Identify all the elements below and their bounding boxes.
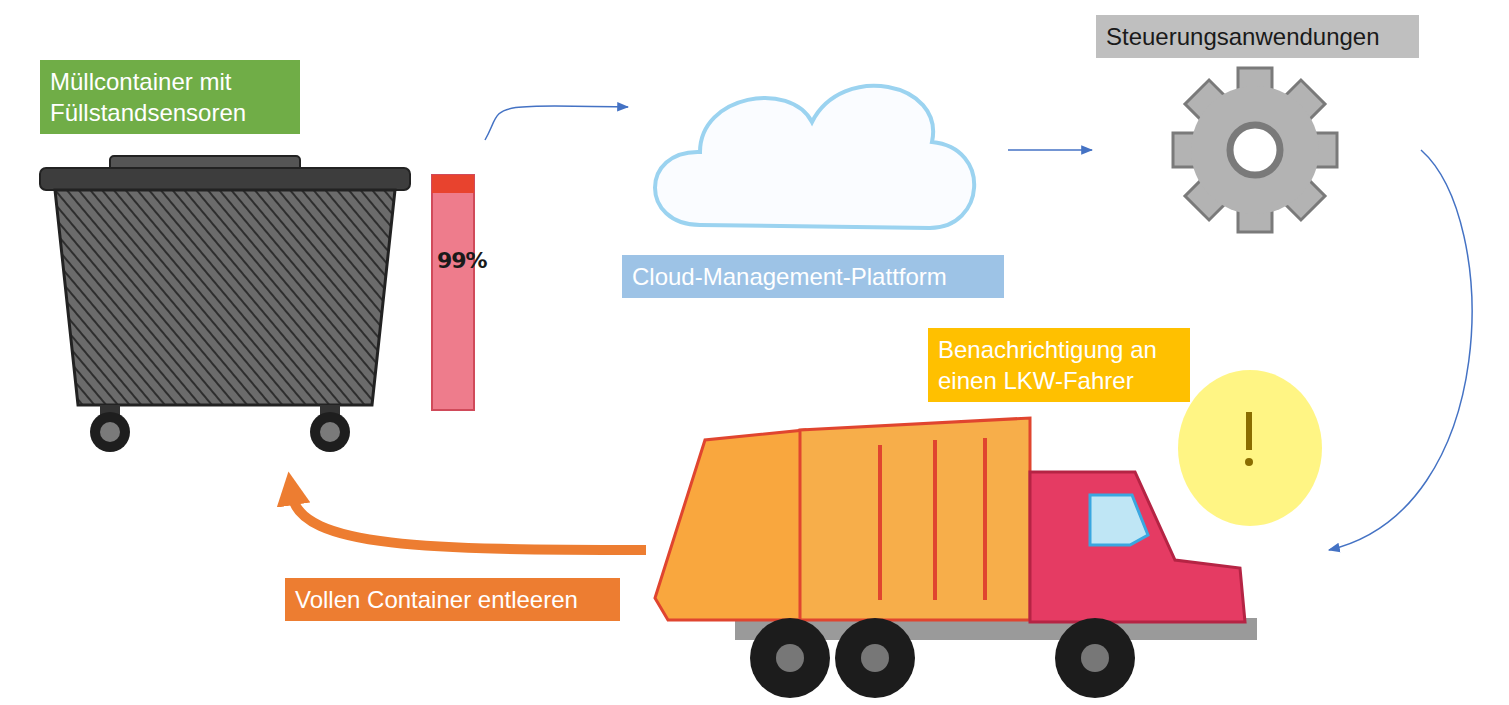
truck-wheel [1055,618,1135,698]
node-label: Cloud-Management-Plattform [622,255,1004,298]
gear-tooth [1185,80,1325,220]
cloud-platform-node: Cloud-Management-Plattform [622,60,1004,300]
gear-tooth [1185,80,1325,220]
container-lid [40,168,410,190]
truck-hub [1081,644,1109,672]
emptying-arrow [292,495,646,550]
wheel [90,412,130,452]
exclamation-dot [1245,458,1253,466]
empty-container-node: Vollen Container entleeren [285,578,620,625]
flow-arrow [1329,150,1472,550]
node-label: Vollen Container entleeren [285,578,620,621]
exclamation-bar [1246,412,1252,450]
truck-hub [861,644,889,672]
node-label: Müllcontainer mit Füllstandsensoren [40,60,300,134]
wheel [310,412,350,452]
node-label: Steuerungsanwendungen [1096,15,1419,58]
gear-hole [1230,125,1280,175]
truck-wheel [835,618,915,698]
truck-hub [776,644,804,672]
truck-stripe [933,440,937,600]
node-label: Benachrichtigung an einen LKW-Fahrer [928,328,1190,402]
garbage-truck [655,418,1257,698]
wheel-hub [100,422,120,442]
fill-gauge [432,175,474,410]
gauge-top [432,175,474,193]
truck-box [800,418,1030,620]
truck-stripe [878,445,882,600]
driver-notification-node: Benachrichtigung an einen LKW-Fahrer [650,328,1325,700]
gear-body [1191,86,1319,214]
container-body [55,190,395,405]
gear-icon [1173,68,1337,232]
truck-stripe [983,438,987,600]
waste-container [40,156,410,452]
notification-glow [1178,370,1322,526]
control-app-node: Steuerungsanwendungen [1096,15,1419,240]
truck-window [1090,495,1148,545]
truck-rear [655,430,805,620]
sensor-container-node: Müllcontainer mit Füllstandsensoren [40,60,485,465]
flow-arrow [485,106,628,140]
gauge-bar [432,175,474,410]
fill-level-percent: 99% [437,248,487,273]
flow-arrow [1008,149,1092,151]
wheel-hub [320,422,340,442]
truck-wheel [750,618,830,698]
notification-icon [1178,370,1322,526]
cloud-icon [655,86,974,228]
truck-cab [1030,472,1245,622]
